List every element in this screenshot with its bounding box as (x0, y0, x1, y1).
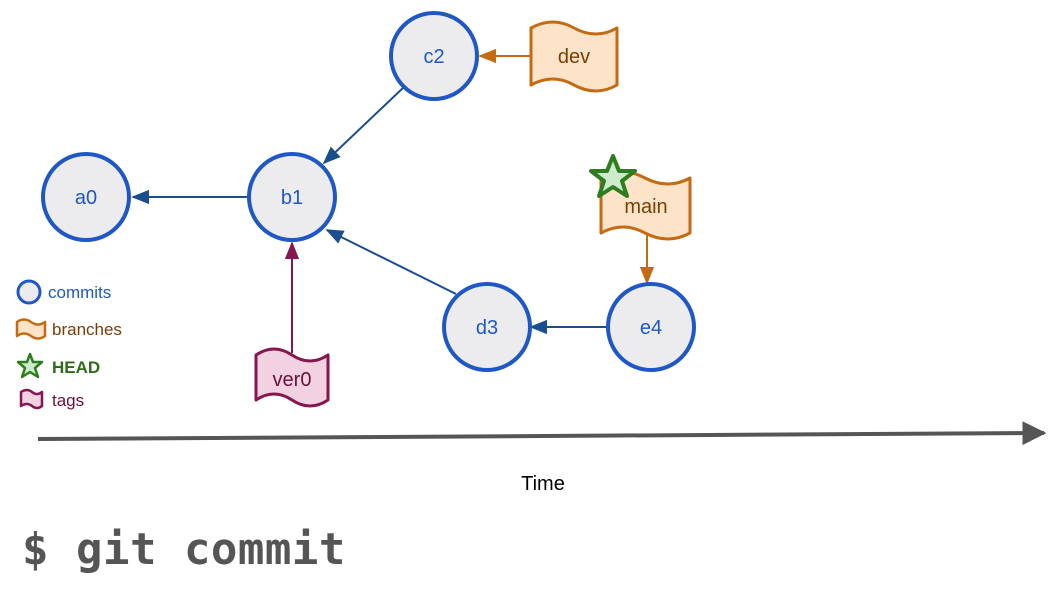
tag-flag-shape (254, 347, 330, 408)
commit-label-d3: d3 (476, 317, 498, 339)
commit-e4[interactable]: e4 (606, 282, 696, 372)
branch-label-dev: dev (558, 46, 590, 68)
legend-item-branches: branches (15, 318, 122, 340)
commit-a0[interactable]: a0 (41, 152, 131, 242)
commit-label-a0: a0 (75, 187, 97, 209)
tag-icon (19, 388, 44, 410)
commit-icon (16, 279, 42, 305)
command-line: $ git commit (22, 524, 346, 575)
branch-icon (15, 318, 47, 340)
branch-label-main: main (624, 196, 667, 218)
branch-flag-shape (529, 20, 619, 93)
legend-label-tags: tags (52, 391, 84, 410)
tag-label-ver0: ver0 (273, 369, 312, 391)
commit-label-b1: b1 (281, 187, 303, 209)
legend-item-head: HEAD (16, 352, 100, 379)
commit-d3[interactable]: d3 (442, 282, 532, 372)
edge-d3-b1 (325, 229, 457, 295)
time-axis-label: Time (521, 473, 565, 495)
branch-dev[interactable]: dev (529, 20, 619, 93)
commit-c2[interactable]: c2 (389, 11, 479, 101)
edge-c2-b1 (322, 86, 405, 165)
legend-item-tags: tags (19, 388, 84, 410)
time-axis-arrow (37, 421, 1047, 446)
legend-label-branches: branches (52, 320, 122, 339)
tag-ver0[interactable]: ver0 (254, 347, 330, 408)
legend-item-commits: commits (16, 279, 111, 305)
legend: commits branches HEAD tags (15, 279, 122, 410)
legend-label-head: HEAD (52, 358, 100, 377)
commit-b1[interactable]: b1 (247, 152, 337, 242)
head-star-icon (589, 154, 637, 198)
commit-label-e4: e4 (640, 317, 662, 339)
commit-label-c2: c2 (423, 46, 444, 68)
star-icon (16, 352, 44, 379)
legend-label-commits: commits (48, 283, 111, 302)
